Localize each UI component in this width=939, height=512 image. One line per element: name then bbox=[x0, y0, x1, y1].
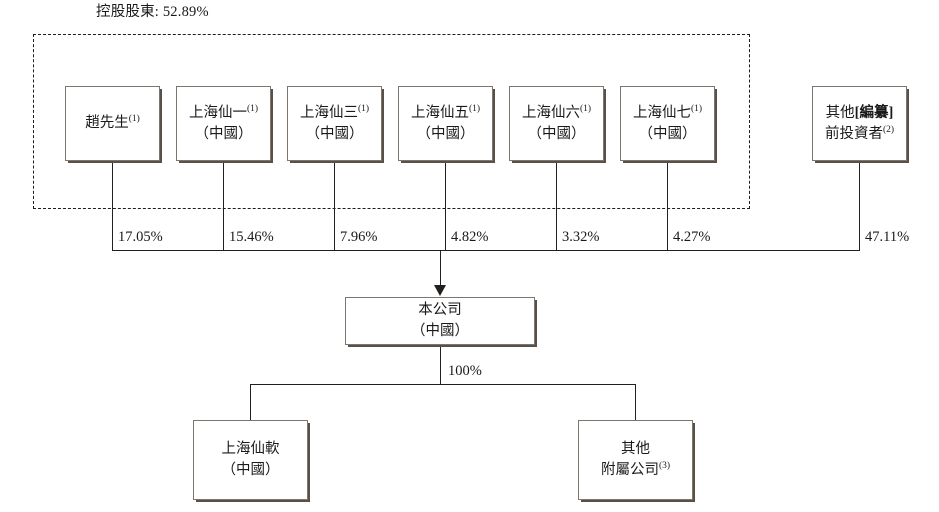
entity-region-shxian-6: （中國） bbox=[527, 125, 586, 142]
entity-box-company[interactable]: 本公司 （中國） bbox=[345, 297, 535, 345]
entity-region-shxian-7: （中國） bbox=[638, 125, 697, 142]
entity-name-shxian-7: 上海仙七 bbox=[632, 104, 691, 121]
connector-drop-other-subs bbox=[635, 384, 636, 420]
entity-region-shxian-5: （中國） bbox=[416, 125, 475, 142]
connector-drop-other-investors bbox=[859, 161, 860, 250]
entity-name-zhao: 趙先生 bbox=[85, 115, 129, 131]
entity-label-zhao: 趙先生(1) bbox=[81, 113, 144, 134]
entity-name-shxian-5: 上海仙五 bbox=[410, 104, 469, 121]
entity-box-shxian-5[interactable]: 上海仙五(1) （中國） bbox=[398, 86, 493, 161]
ownership-pct-subsidiaries: 100% bbox=[446, 362, 484, 380]
controlling-shareholder-group-border bbox=[33, 34, 750, 209]
entity-type-other-subs: 附屬公司 bbox=[600, 462, 659, 478]
footnote-marker-shxian-1: (1) bbox=[246, 103, 259, 114]
entity-box-zhao[interactable]: 趙先生(1) bbox=[65, 86, 160, 161]
entity-label-shxian-6: 上海仙六(1) （中國） bbox=[518, 103, 595, 145]
connector-drop-shxian-soft bbox=[250, 384, 251, 420]
ownership-pct-shxian-3: 7.96% bbox=[338, 228, 380, 246]
entity-name-shxian-1: 上海仙一 bbox=[188, 104, 247, 121]
entity-region-shxian-soft: （中國） bbox=[221, 462, 280, 478]
connector-bus-subsidiaries bbox=[250, 384, 636, 385]
footnote-marker-other-subs: (3) bbox=[658, 461, 671, 472]
ownership-pct-shxian-7: 4.27% bbox=[671, 228, 713, 246]
controlling-shareholder-title: 控股股東: 52.89% bbox=[96, 4, 209, 20]
entity-label-other-subs: 其他附屬公司(3) bbox=[597, 439, 674, 481]
entity-box-shxian-soft[interactable]: 上海仙軟 （中國） bbox=[193, 420, 308, 500]
entity-name-other-subs: 其他 bbox=[620, 441, 650, 457]
arrowhead-to-company bbox=[434, 285, 446, 296]
connector-drop-shxian-7 bbox=[667, 161, 668, 250]
entity-box-shxian-6[interactable]: 上海仙六(1) （中國） bbox=[509, 86, 604, 161]
entity-label-shxian-7: 上海仙七(1) （中國） bbox=[629, 103, 706, 145]
entity-region-company: （中國） bbox=[411, 323, 469, 339]
entity-label-shxian-3: 上海仙三(1) （中國） bbox=[296, 103, 373, 145]
entity-box-other-subs[interactable]: 其他附屬公司(3) bbox=[578, 420, 693, 500]
entity-label-shxian-1: 上海仙一(1) （中國） bbox=[185, 103, 262, 145]
ownership-pct-zhao: 17.05% bbox=[116, 228, 165, 246]
ownership-pct-shxian-1: 15.46% bbox=[227, 228, 276, 246]
connector-drop-shxian-5 bbox=[445, 161, 446, 250]
connector-company-to-subs bbox=[440, 345, 441, 384]
entity-name-other-investors: 其他 bbox=[825, 104, 855, 121]
connector-bus-to-company bbox=[440, 250, 441, 286]
entity-box-shxian-1[interactable]: 上海仙一(1) （中國） bbox=[176, 86, 271, 161]
entity-box-shxian-7[interactable]: 上海仙七(1) （中國） bbox=[620, 86, 715, 161]
ownership-pct-shxian-6: 3.32% bbox=[560, 228, 602, 246]
footnote-marker-other-investors: (2) bbox=[882, 124, 895, 135]
connector-drop-zhao bbox=[112, 161, 113, 250]
entity-name-shxian-3: 上海仙三 bbox=[299, 104, 358, 121]
redaction-marker-other-investors: [編纂] bbox=[854, 104, 894, 121]
entity-box-shxian-3[interactable]: 上海仙三(1) （中國） bbox=[287, 86, 382, 161]
entity-label-shxian-soft: 上海仙軟 （中國） bbox=[218, 439, 284, 481]
entity-label-other-investors: 其他[編纂] 前投資者(2) bbox=[821, 103, 898, 145]
entity-label-shxian-5: 上海仙五(1) （中國） bbox=[407, 103, 484, 145]
entity-name-shxian-6: 上海仙六 bbox=[521, 104, 580, 121]
footnote-marker-zhao: (1) bbox=[128, 114, 140, 125]
connector-drop-shxian-3 bbox=[334, 161, 335, 250]
footnote-marker-shxian-7: (1) bbox=[690, 103, 703, 114]
ownership-pct-other-investors: 47.11% bbox=[863, 228, 912, 246]
footnote-marker-shxian-6: (1) bbox=[579, 103, 592, 114]
connector-bus-shareholders bbox=[112, 250, 860, 251]
connector-drop-shxian-1 bbox=[223, 161, 224, 250]
entity-label-company: 本公司 （中國） bbox=[407, 300, 473, 342]
footnote-marker-shxian-5: (1) bbox=[468, 103, 481, 114]
entity-name-company: 本公司 bbox=[418, 302, 462, 318]
connector-drop-shxian-6 bbox=[556, 161, 557, 250]
footnote-marker-shxian-3: (1) bbox=[357, 103, 370, 114]
entity-box-other-investors[interactable]: 其他[編纂] 前投資者(2) bbox=[812, 86, 907, 161]
ownership-pct-shxian-5: 4.82% bbox=[449, 228, 491, 246]
entity-region-shxian-3: （中國） bbox=[305, 125, 364, 142]
entity-name-shxian-soft: 上海仙軟 bbox=[221, 441, 280, 457]
entity-region-shxian-1: （中國） bbox=[194, 125, 253, 142]
entity-role-other-investors: 前投資者 bbox=[824, 125, 883, 142]
